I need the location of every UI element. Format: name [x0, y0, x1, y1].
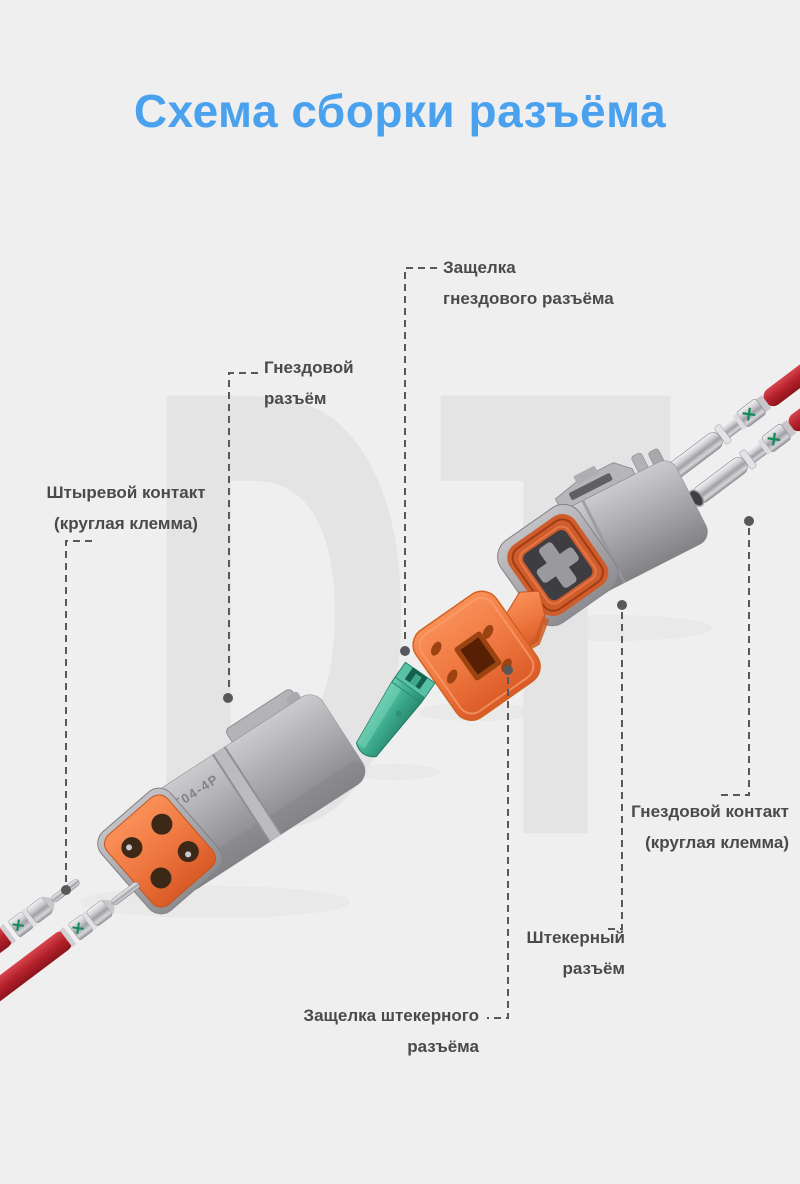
label-pin-contact: Штыревой контакт (круглая клемма) [33, 477, 219, 539]
label-socket-contact: Гнездовой контакт (круглая клемма) [631, 796, 789, 858]
socket-connector-photo: DT04-4P [97, 689, 366, 915]
label-plug-connector: Штекерный разъём [527, 922, 625, 984]
leader-plug-wedge [487, 665, 513, 1019]
page-title: Схема сборки разъёма [133, 85, 667, 137]
leader-plug-connector [607, 600, 627, 930]
label-line: Защелка [443, 258, 516, 277]
label-line: Защелка штекерного [303, 1006, 479, 1025]
label-line: Штыревой контакт [46, 483, 206, 502]
leader-socket-contact [718, 516, 754, 796]
label-line: разъём [562, 959, 626, 978]
label-plug-wedge: Защелка штекерного разъёма [303, 1000, 479, 1062]
label-line: разъём [264, 389, 327, 408]
label-line: (круглая клемма) [645, 833, 789, 852]
plug-wedge-photo [412, 590, 550, 721]
leader-socket-connector [223, 372, 258, 703]
socket-wedge-photo [355, 661, 436, 758]
label-line: Штекерный [526, 928, 625, 947]
leader-socket-wedge [400, 267, 437, 656]
label-line: Гнездовой контакт [631, 802, 789, 821]
label-line: (круглая клемма) [54, 514, 198, 533]
label-line: гнездового разъёма [443, 289, 614, 308]
label-line: Гнездовой [264, 358, 354, 377]
label-socket-connector: Гнездовой разъём [264, 352, 354, 414]
label-socket-wedge: Защелка гнездового разъёма [443, 252, 614, 314]
label-line: разъёма [407, 1037, 479, 1056]
leader-pin-contact [61, 540, 92, 895]
